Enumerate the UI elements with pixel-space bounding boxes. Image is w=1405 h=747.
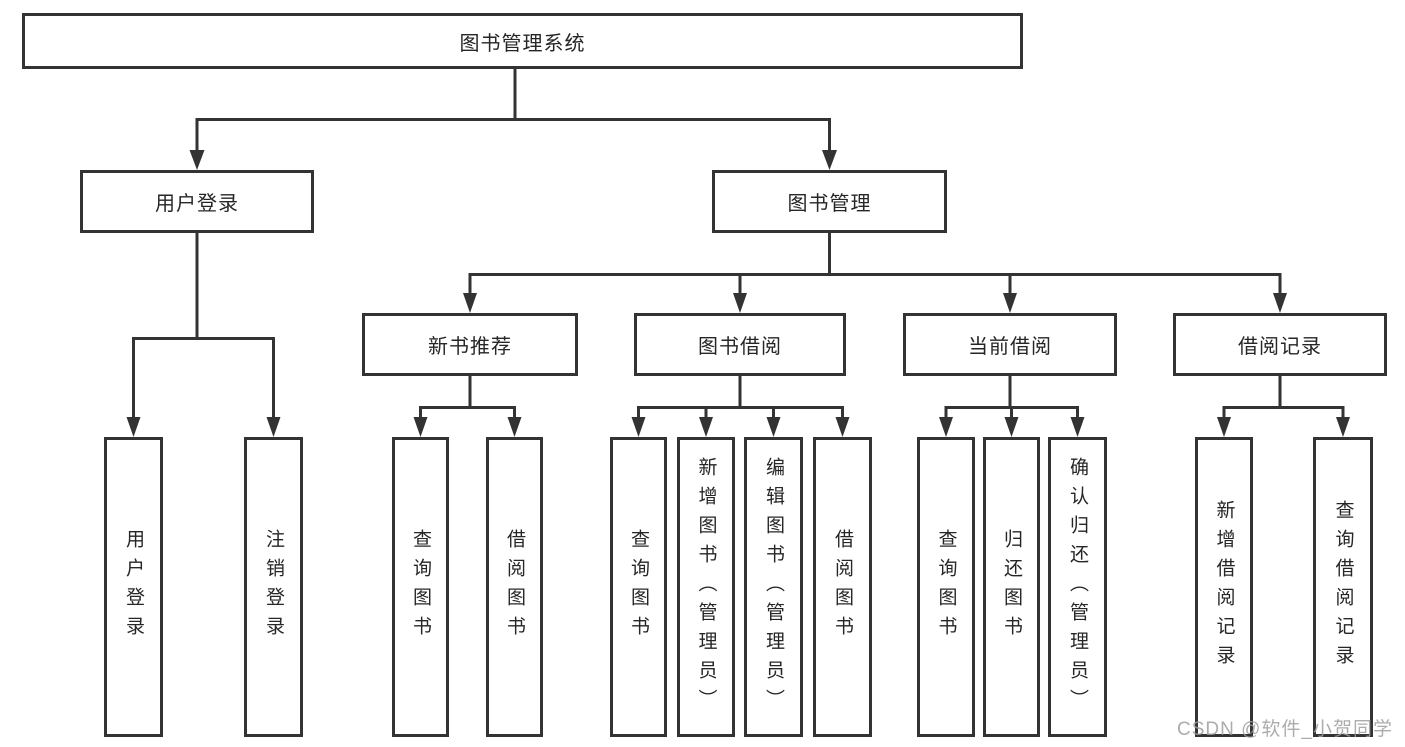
arrowhead-icon: [631, 417, 646, 437]
leaf-label: 查询图书: [410, 529, 431, 645]
arrowhead-icon: [1070, 417, 1085, 437]
leaf-query-books-newbooks: 查询图书: [392, 437, 449, 737]
arrowhead-icon: [413, 417, 428, 437]
leaf-label: 归还图书: [1001, 529, 1022, 645]
arrowhead-icon: [939, 417, 953, 437]
arrowhead-icon: [822, 150, 837, 170]
arrowhead-icon: [699, 417, 713, 437]
leaf-label: 新增图书（管理员）: [695, 456, 717, 718]
arrowhead-icon: [1003, 293, 1017, 313]
arrowhead-icon: [1004, 417, 1019, 437]
leaf-confirm-return-admin: 确认归还（管理员）: [1048, 437, 1107, 737]
arrowhead-icon: [1217, 417, 1231, 437]
leaf-query-books-borrow: 查询图书: [610, 437, 667, 737]
leaf-borrow-books-borrow: 借阅图书: [813, 437, 872, 737]
leaf-label: 查询借阅记录: [1332, 500, 1354, 674]
connector-root-to-level2: [189, 69, 837, 170]
node-new-book-recommendation: 新书推荐: [362, 313, 578, 376]
connector-newbooks-to-leaves: [413, 376, 522, 437]
csdn-watermark: CSDN @软件_小贺同学: [1177, 719, 1393, 740]
leaf-return-books: 归还图书: [983, 437, 1040, 737]
node-current-borrowing: 当前借阅: [903, 313, 1117, 376]
node-library-management-system: 图书管理系统: [22, 13, 1023, 69]
arrowhead-icon: [1336, 417, 1350, 437]
arrowhead-icon: [733, 293, 747, 313]
leaf-add-books-admin: 新增图书（管理员）: [677, 437, 735, 737]
connector-login-to-leaves: [126, 233, 281, 437]
leaf-label: 借阅图书: [504, 529, 525, 645]
leaf-user-login: 用户登录: [104, 437, 163, 737]
leaf-label: 借阅图书: [832, 529, 853, 645]
connector-borrow-to-leaves: [631, 376, 850, 437]
connector-management-to-level3: [463, 233, 1287, 313]
leaf-edit-books-admin: 编辑图书（管理员）: [744, 437, 803, 737]
leaf-logout: 注销登录: [244, 437, 303, 737]
leaf-label: 查询图书: [935, 529, 957, 645]
leaf-add-borrow-record: 新增借阅记录: [1195, 437, 1253, 737]
arrowhead-icon: [463, 293, 477, 313]
leaf-label: 新增借阅记录: [1213, 500, 1235, 674]
leaf-query-borrow-record: 查询借阅记录: [1313, 437, 1373, 737]
leaf-label: 确认归还（管理员）: [1067, 456, 1088, 718]
leaf-label: 注销登录: [263, 529, 284, 645]
arrowhead-icon: [507, 417, 522, 437]
leaf-query-books-current: 查询图书: [917, 437, 975, 737]
node-book-borrowing: 图书借阅: [634, 313, 846, 376]
leaf-borrow-books-newbooks: 借阅图书: [486, 437, 543, 737]
leaf-label: 编辑图书（管理员）: [763, 456, 784, 718]
node-book-management: 图书管理: [712, 170, 947, 233]
arrowhead-icon: [189, 150, 205, 170]
arrowhead-icon: [766, 417, 781, 437]
connector-current-to-leaves: [939, 376, 1085, 437]
arrowhead-icon: [835, 417, 850, 437]
leaf-label: 查询图书: [628, 529, 649, 645]
node-user-login: 用户登录: [80, 170, 314, 233]
arrowhead-icon: [1273, 293, 1287, 313]
leaf-label: 用户登录: [123, 529, 144, 645]
node-borrowing-records: 借阅记录: [1173, 313, 1387, 376]
arrowhead-icon: [126, 417, 141, 437]
connector-records-to-leaves: [1217, 376, 1350, 437]
arrowhead-icon: [266, 417, 281, 437]
